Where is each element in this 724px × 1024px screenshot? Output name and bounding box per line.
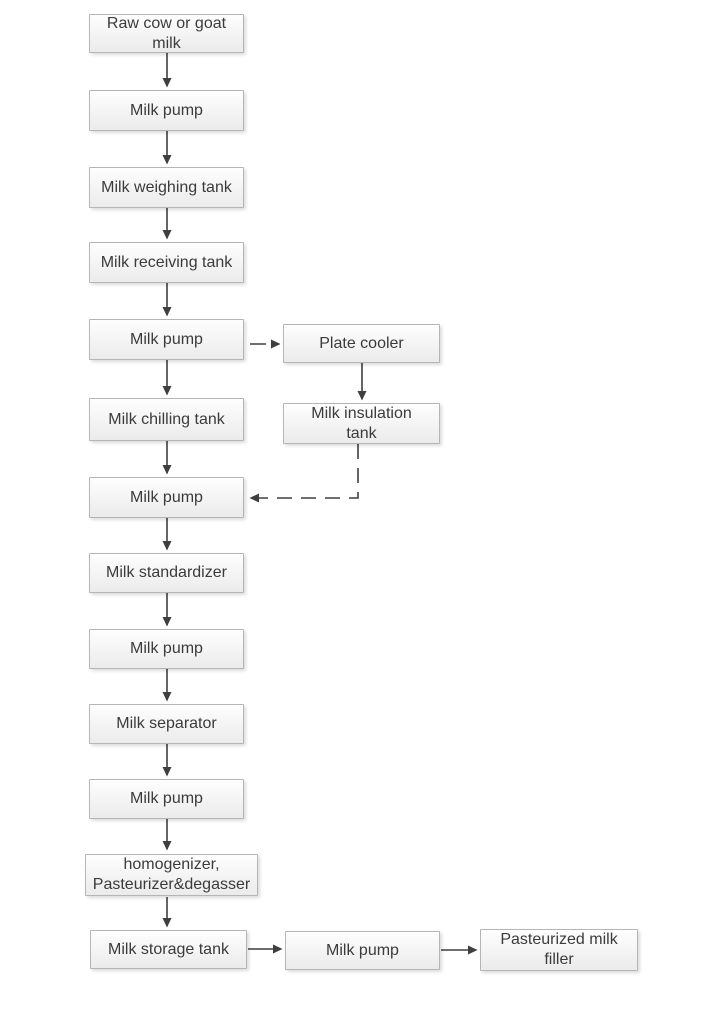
node-milk-chilling-tank: Milk chilling tank [89, 398, 244, 441]
node-label: Milk pump [130, 330, 203, 348]
node-label: Plate cooler [319, 334, 404, 352]
node-label: Raw cow or goat milk [106, 14, 227, 52]
node-milk-pump-2: Milk pump [89, 319, 244, 360]
node-raw-milk: Raw cow or goat milk [89, 14, 244, 53]
node-label: Milk pump [130, 488, 203, 506]
node-milk-pump-4: Milk pump [89, 629, 244, 669]
node-label: Milk separator [116, 715, 217, 732]
node-label: homogenizer, Pasteurizer&degasser [92, 856, 251, 893]
node-milk-pump-3: Milk pump [89, 477, 244, 518]
node-label: Milk pump [130, 101, 203, 119]
node-label: Milk pump [130, 640, 203, 657]
node-label: Milk weighing tank [101, 178, 232, 196]
node-milk-pump-1: Milk pump [89, 90, 244, 131]
node-milk-weighing-tank: Milk weighing tank [89, 167, 244, 208]
node-milk-storage-tank: Milk storage tank [90, 930, 247, 969]
node-milk-pump-6: Milk pump [285, 931, 440, 970]
node-homogenizer-pasteurizer-degasser: homogenizer, Pasteurizer&degasser [85, 854, 258, 896]
node-label: Milk pump [326, 941, 399, 959]
node-milk-receiving-tank: Milk receiving tank [89, 242, 244, 283]
node-label: Milk standardizer [106, 564, 227, 581]
node-label: Milk pump [130, 790, 203, 807]
node-milk-pump-5: Milk pump [89, 779, 244, 819]
node-label: Milk receiving tank [100, 253, 233, 271]
edge-insulation-tank-to-milk-pump-3 [249, 444, 359, 503]
node-plate-cooler: Plate cooler [283, 324, 440, 363]
node-label: Milk chilling tank [108, 410, 225, 428]
node-milk-standardizer: Milk standardizer [89, 553, 244, 593]
node-milk-insulation-tank: Milk insulation tank [283, 403, 440, 444]
node-milk-separator: Milk separator [89, 704, 244, 744]
node-label: Milk storage tank [108, 940, 229, 958]
node-pasteurized-milk-filler: Pasteurized milk filler [480, 929, 638, 971]
node-label: Pasteurized milk filler [500, 931, 618, 968]
node-label: Milk insulation tank [311, 404, 412, 442]
